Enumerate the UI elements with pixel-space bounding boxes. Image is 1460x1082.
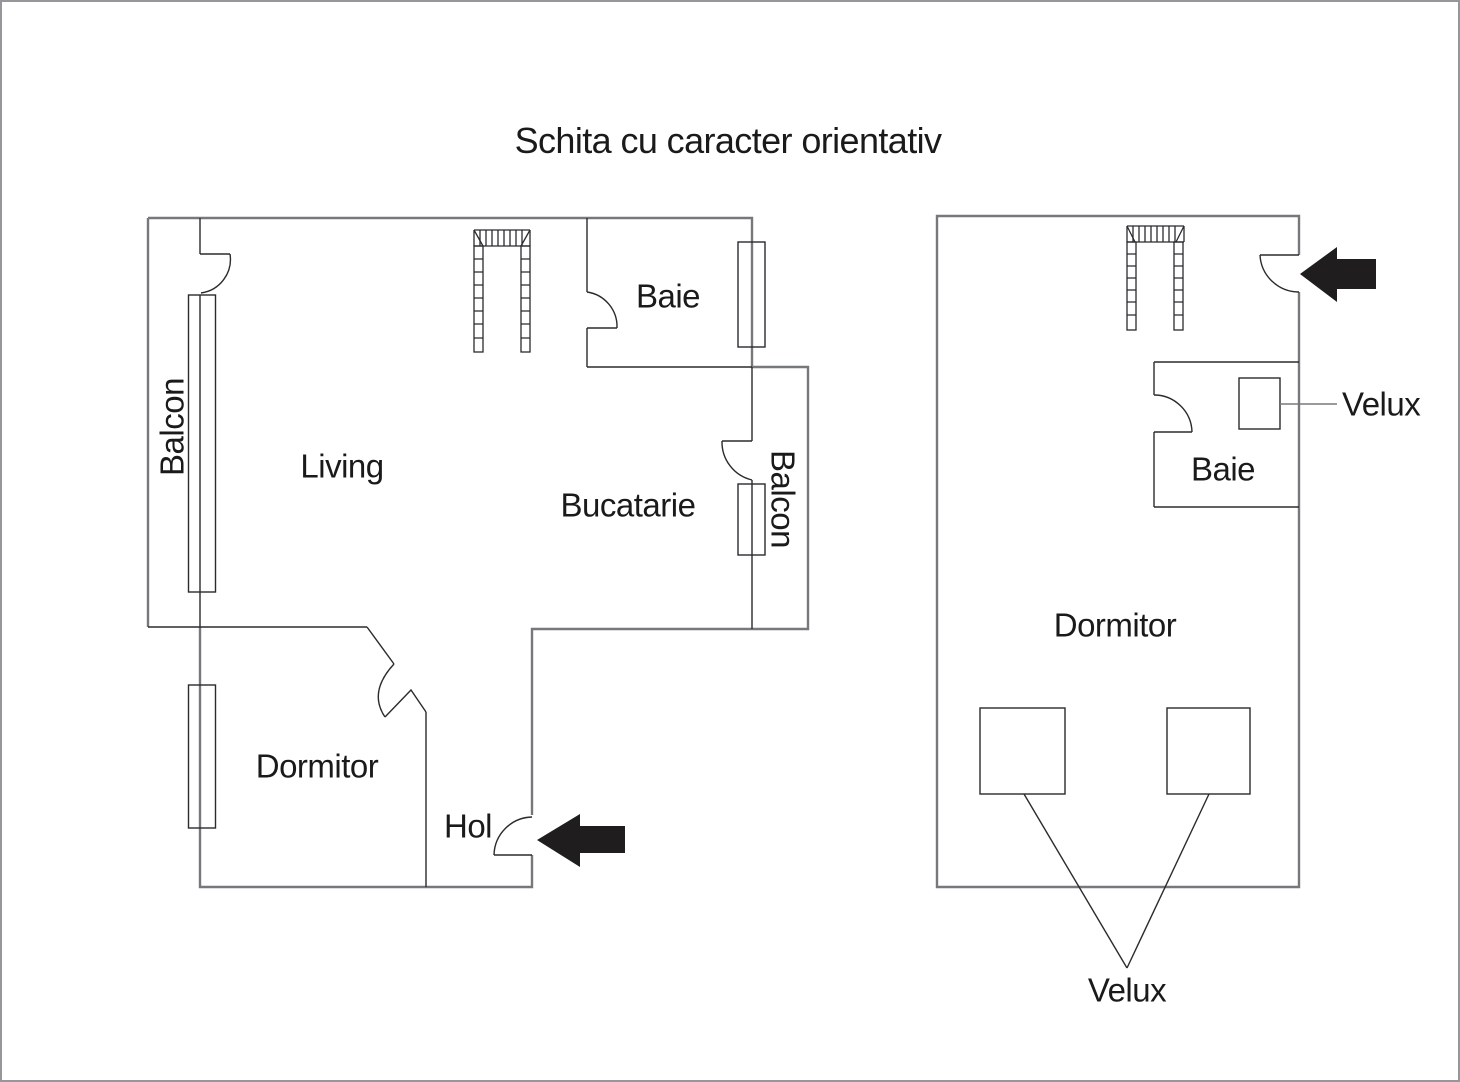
velux-window <box>1166 707 1251 795</box>
window <box>187 684 217 829</box>
outer-wall <box>146 216 810 889</box>
door-arc <box>200 253 232 294</box>
room-label-dormitor-left: Dormitor <box>255 747 379 785</box>
room-label-dormitor-right: Dormitor <box>1053 606 1177 644</box>
door-arc <box>721 440 753 481</box>
stairs-icon <box>473 229 531 353</box>
window <box>737 241 766 348</box>
floor-plan-right-interior <box>979 254 1300 969</box>
door-leaf <box>366 626 395 665</box>
window <box>187 294 217 593</box>
door-arc <box>1153 394 1193 433</box>
label-velux-side: Velux <box>1342 385 1421 423</box>
room-label-bucatarie: Bucatarie <box>560 486 696 524</box>
outer-wall <box>935 214 1301 889</box>
entrance-arrow-icon <box>1300 247 1376 302</box>
room-label-living: Living <box>300 447 384 485</box>
room-label-baie-left: Baie <box>635 277 701 315</box>
room-label-balcon-east: Balcon <box>764 450 802 548</box>
entrance-arrow-icon <box>537 814 625 867</box>
room-label-baie-right: Baie <box>1190 450 1256 488</box>
stairs-icon <box>1126 225 1185 331</box>
velux-window <box>979 707 1066 795</box>
door-arc <box>586 291 618 329</box>
door-arc <box>1259 254 1300 293</box>
leader-line <box>1023 793 1128 969</box>
door-arc <box>493 816 533 856</box>
label-velux-bottom: Velux <box>1087 971 1167 1009</box>
window <box>737 483 766 556</box>
door-leaf <box>384 688 427 718</box>
floor-plan-right-walls <box>935 214 1301 889</box>
floor-plan-left-walls <box>146 216 810 889</box>
velux-window <box>1238 377 1281 430</box>
leader-line <box>1126 793 1210 969</box>
room-label-hol: Hol <box>443 807 493 845</box>
floor-plan-left-interior <box>148 218 766 887</box>
page-title: Schita cu caracter orientativ <box>514 120 942 161</box>
room-label-balcon-west: Balcon <box>153 378 191 476</box>
door-arc <box>377 663 395 718</box>
